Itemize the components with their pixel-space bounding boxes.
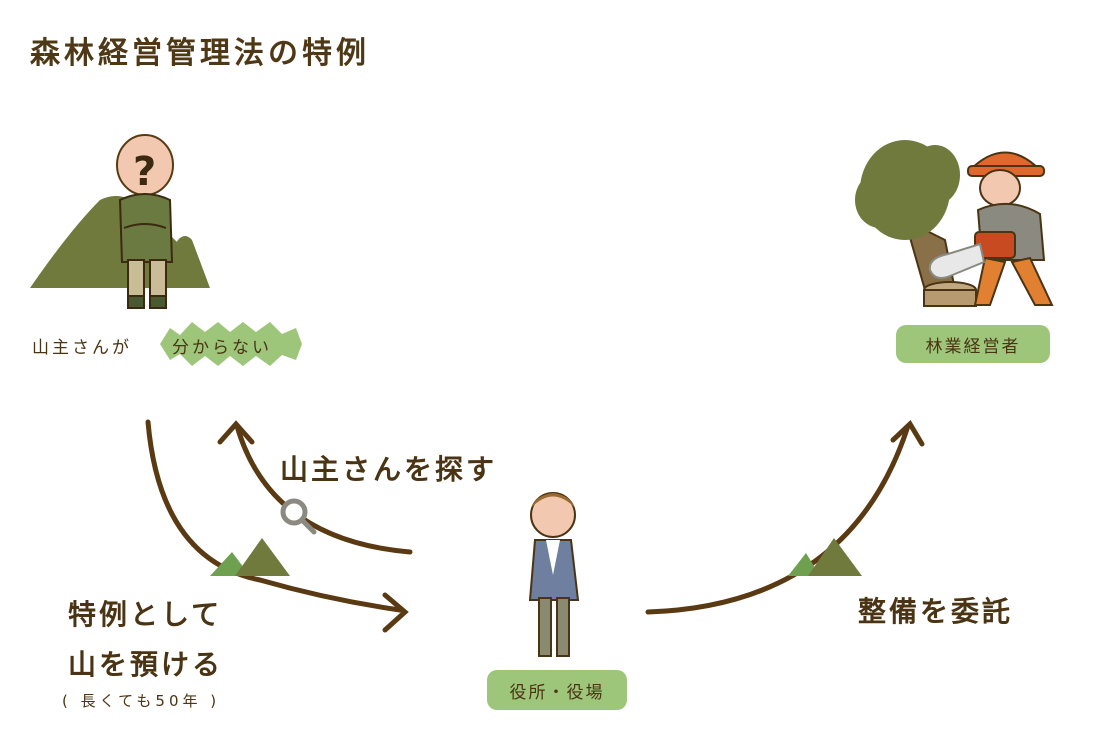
forester-label: 林業経営者 <box>925 336 1021 357</box>
magnifier-icon <box>280 498 317 535</box>
arrow-commission <box>645 420 925 615</box>
commission-label: 整備を委託 <box>858 595 1014 628</box>
highlight-burst <box>160 322 302 366</box>
owner-person-illustration: ? <box>116 134 174 309</box>
entrust-note: ( 長くても50年 ) <box>62 692 221 710</box>
owner-label-highlight: 分からない <box>172 338 272 358</box>
svg-text:?: ? <box>133 149 156 195</box>
tree-illustration <box>855 140 977 307</box>
mountain-icon-right <box>788 538 862 576</box>
arrow-entrust <box>145 419 409 633</box>
mountain-icon-left <box>210 538 290 576</box>
forester-box: 林業経営者 <box>896 325 1050 363</box>
office-label: 役所・役場 <box>509 682 605 703</box>
office-box: 役所・役場 <box>487 670 627 710</box>
office-worker-illustration <box>528 492 580 657</box>
search-label: 山主さんを探す <box>280 453 498 486</box>
entrust-line2: 山を預ける <box>68 648 224 681</box>
page-title: 森林経営管理法の特例 <box>30 36 370 71</box>
owner-label-prefix: 山主さんが <box>32 338 132 358</box>
entrust-line1: 特例として <box>68 598 223 631</box>
forester-person-illustration <box>928 151 1054 306</box>
